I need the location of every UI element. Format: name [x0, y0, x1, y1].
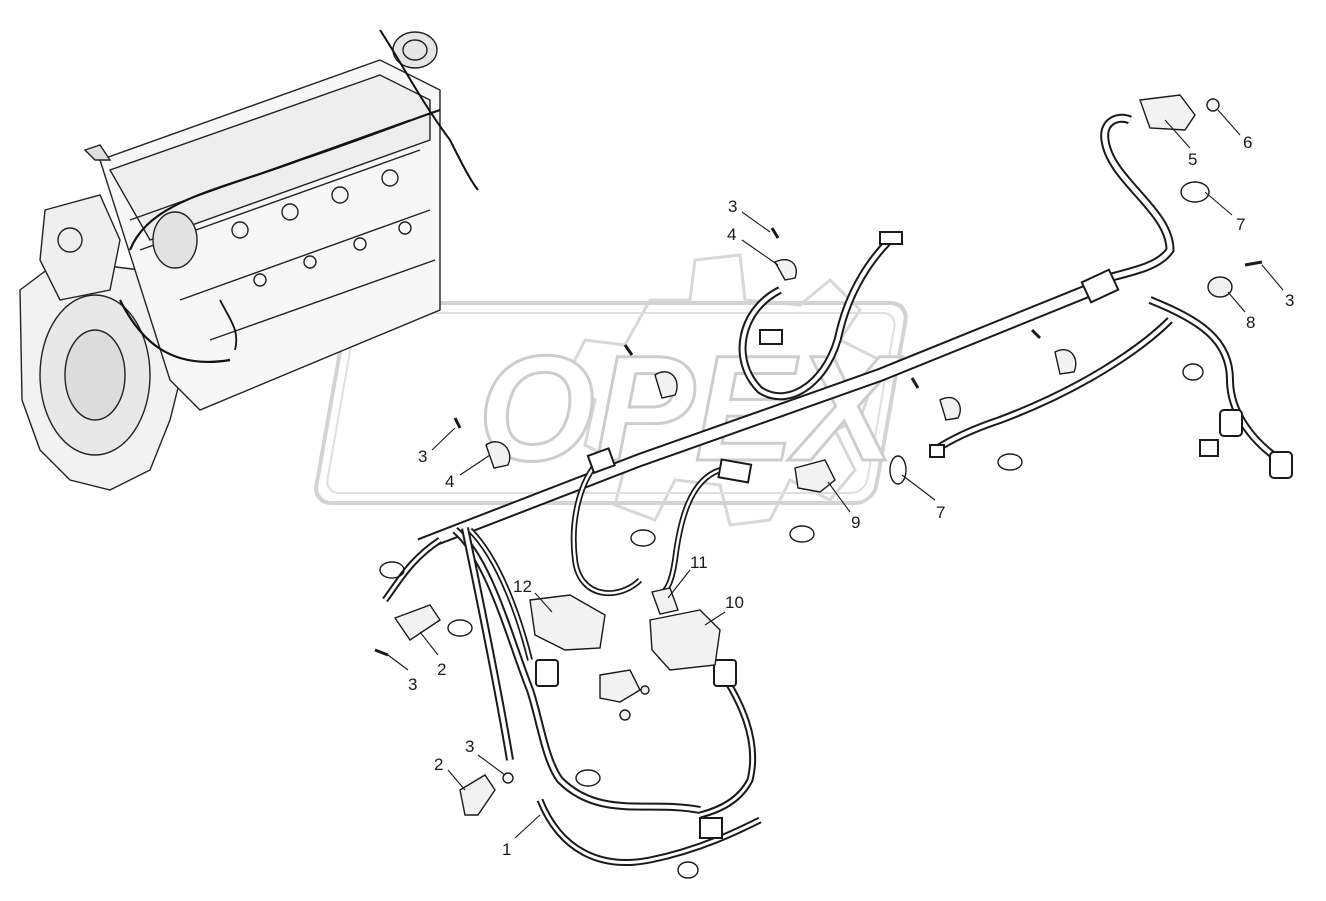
part-9-sensor — [794, 459, 836, 493]
part-3-nut-bottom — [502, 772, 514, 784]
loose-parts — [374, 94, 1263, 879]
callout-5: 5 — [1188, 150, 1197, 169]
part-2-sensor-lower — [459, 774, 496, 816]
callout-3e: 3 — [1285, 291, 1294, 310]
callout-7a: 7 — [1236, 215, 1245, 234]
part-10-bracket — [649, 609, 721, 671]
part-3-bolt-left — [453, 417, 462, 429]
part-2-sensor-upper — [393, 604, 441, 641]
part-7-clip-top — [1180, 181, 1210, 203]
part-8-sensor — [1207, 276, 1233, 298]
callout-3a: 3 — [408, 675, 417, 694]
callout-12: 12 — [513, 577, 532, 596]
wiring-harness — [382, 113, 1293, 866]
leader-lines — [387, 109, 1284, 839]
part-3-bolt-right — [1244, 260, 1263, 267]
callout-4b: 4 — [445, 472, 454, 491]
callout-labels: 1 2 2 3 3 3 3 3 4 4 5 6 7 7 8 9 10 11 12 — [408, 133, 1294, 859]
callout-11: 11 — [690, 553, 708, 572]
part-12-bracket — [529, 594, 606, 651]
part-6-nut — [1206, 98, 1220, 112]
part-4-clamp-left — [485, 441, 511, 469]
part-4-clamp-top — [774, 259, 797, 281]
engine-assembly — [19, 29, 479, 491]
callout-8: 8 — [1246, 313, 1255, 332]
callout-3c: 3 — [418, 447, 427, 466]
part-3-bolt-top — [770, 227, 780, 239]
callout-4a: 4 — [727, 225, 736, 244]
callout-9: 9 — [851, 513, 860, 532]
callout-10: 10 — [725, 593, 744, 612]
part-7-clip-middle — [889, 455, 907, 485]
callout-1: 1 — [502, 840, 511, 859]
callout-2b: 2 — [437, 660, 446, 679]
part-5-sensor — [1139, 94, 1196, 131]
part-3-bolt-lower — [374, 648, 389, 657]
watermark-text: OPEX — [478, 324, 903, 492]
callout-3d: 3 — [728, 197, 737, 216]
callout-3b: 3 — [465, 737, 474, 756]
callout-6: 6 — [1243, 133, 1252, 152]
part-11-sensor — [651, 587, 679, 615]
callout-7b: 7 — [936, 503, 945, 522]
callout-2a: 2 — [434, 755, 443, 774]
